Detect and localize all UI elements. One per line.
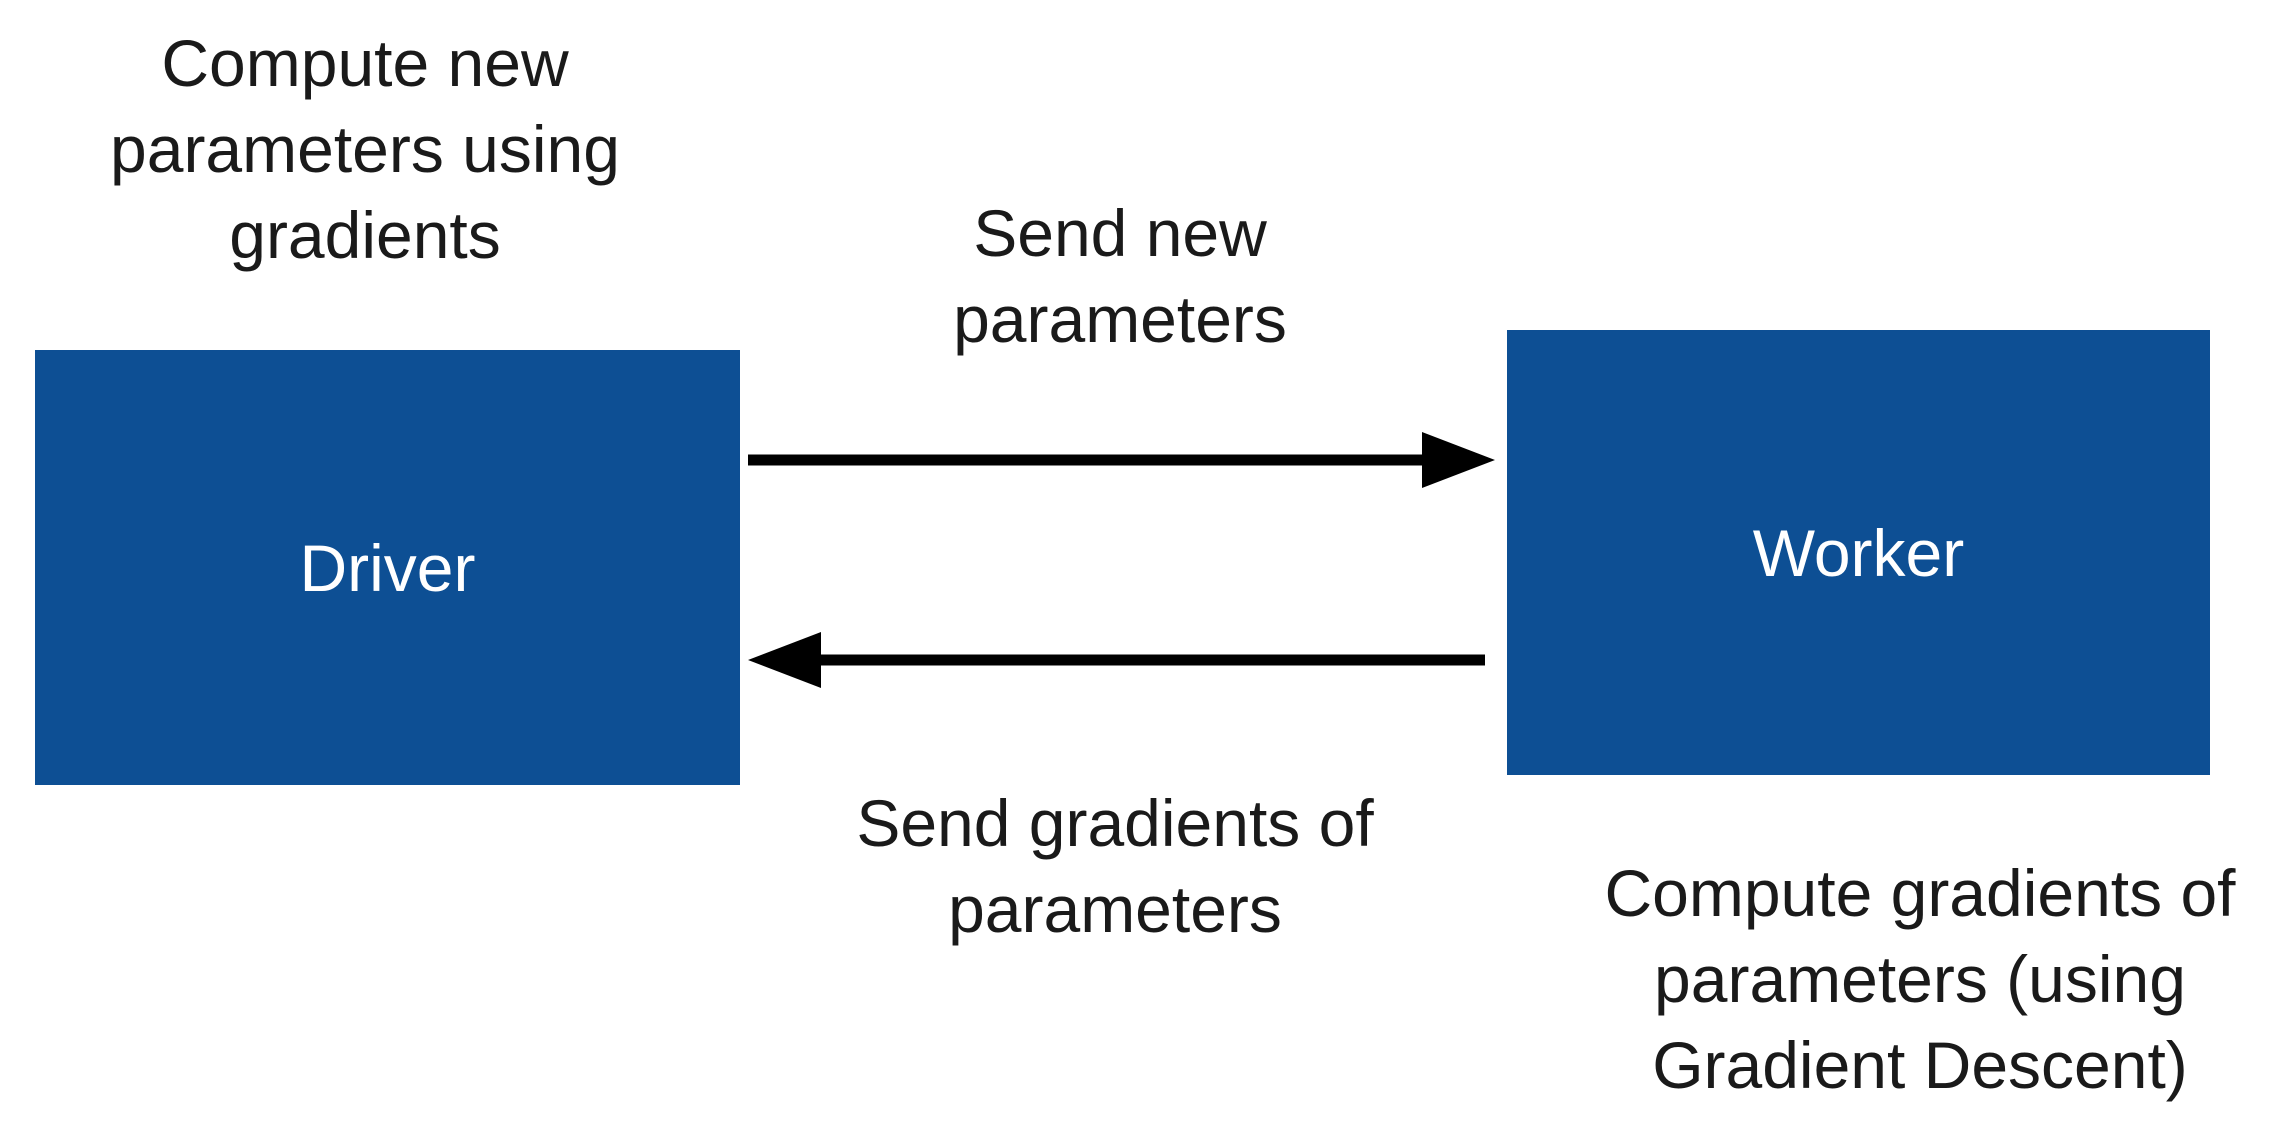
driver-note-line: parameters using [110, 112, 620, 186]
worker-note-line: Compute gradients of [1604, 856, 2236, 930]
send-params-label-line: parameters [953, 282, 1287, 356]
driver-box: Driver [35, 350, 740, 785]
driver-note-line: gradients [229, 198, 501, 272]
worker-box: Worker [1507, 330, 2210, 775]
send-grads-label-line: parameters [948, 872, 1282, 946]
send-grads-label-line: Send gradients of [856, 786, 1374, 860]
driver-label: Driver [299, 530, 476, 605]
arrow-driver-to-worker [748, 432, 1495, 488]
send-grads-label: Send gradients of parameters [800, 780, 1430, 952]
worker-label: Worker [1752, 515, 1965, 590]
worker-note-line: Gradient Descent) [1652, 1028, 2188, 1102]
worker-note-line: parameters (using [1654, 942, 2186, 1016]
send-params-label: Send new parameters [850, 190, 1390, 362]
driver-note: Compute new parameters using gradients [65, 20, 665, 278]
send-params-label-line: Send new [973, 196, 1267, 270]
worker-note: Compute gradients of parameters (using G… [1545, 850, 2295, 1108]
driver-note-line: Compute new [161, 26, 569, 100]
arrow-worker-to-driver [748, 632, 1485, 688]
